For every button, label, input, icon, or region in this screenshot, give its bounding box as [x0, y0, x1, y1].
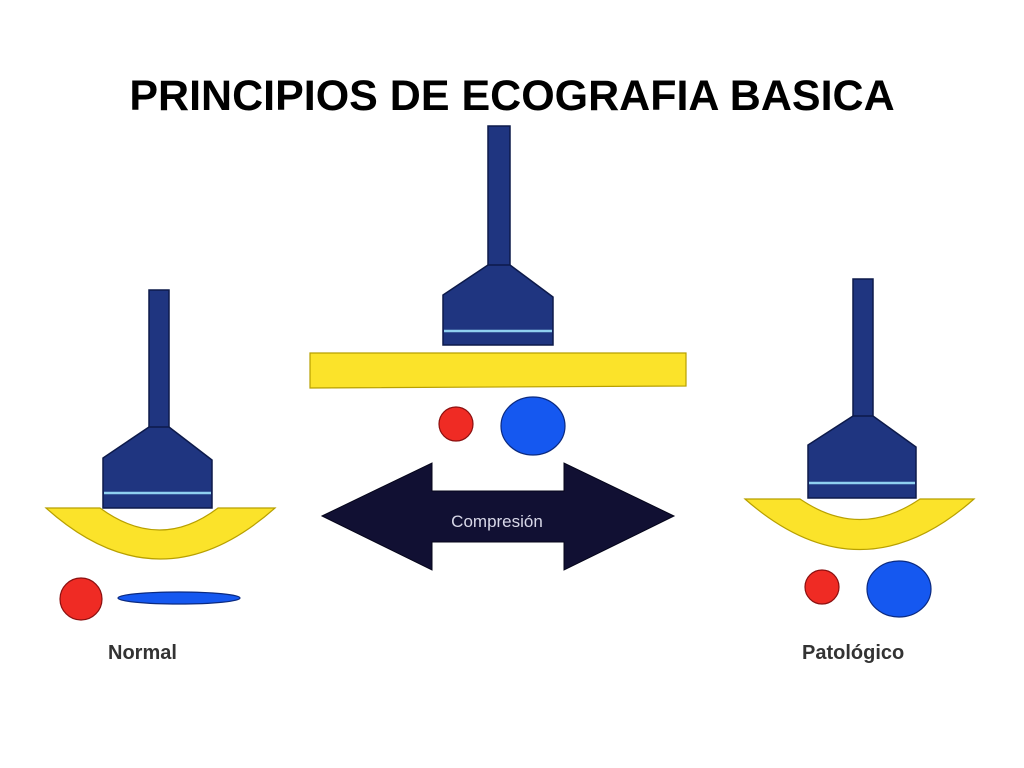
transducer-center — [442, 125, 554, 346]
label-compression: Compresión — [451, 512, 543, 531]
compression-arrow: Compresión — [320, 462, 676, 571]
vein-center — [500, 396, 566, 456]
artery-normal — [59, 577, 103, 621]
transducer-normal — [102, 289, 213, 509]
artery-center — [438, 406, 474, 442]
tissue-pathologic — [743, 498, 976, 550]
tissue-bar-center — [309, 352, 687, 389]
center-panel: Compresión — [309, 125, 687, 571]
pathologic-panel: Patológico — [743, 278, 976, 664]
slide-title: PRINCIPIOS DE ECOGRAFIA BASICA — [129, 72, 895, 120]
vein-pathologic — [866, 560, 932, 618]
normal-panel: Normal — [44, 289, 277, 664]
label-pathologic: Patológico — [802, 642, 904, 664]
label-normal: Normal — [108, 642, 177, 664]
artery-pathologic — [804, 569, 840, 605]
vein-compressed-normal — [117, 591, 241, 605]
tissue-normal — [44, 507, 277, 560]
transducer-pathologic — [807, 278, 917, 499]
